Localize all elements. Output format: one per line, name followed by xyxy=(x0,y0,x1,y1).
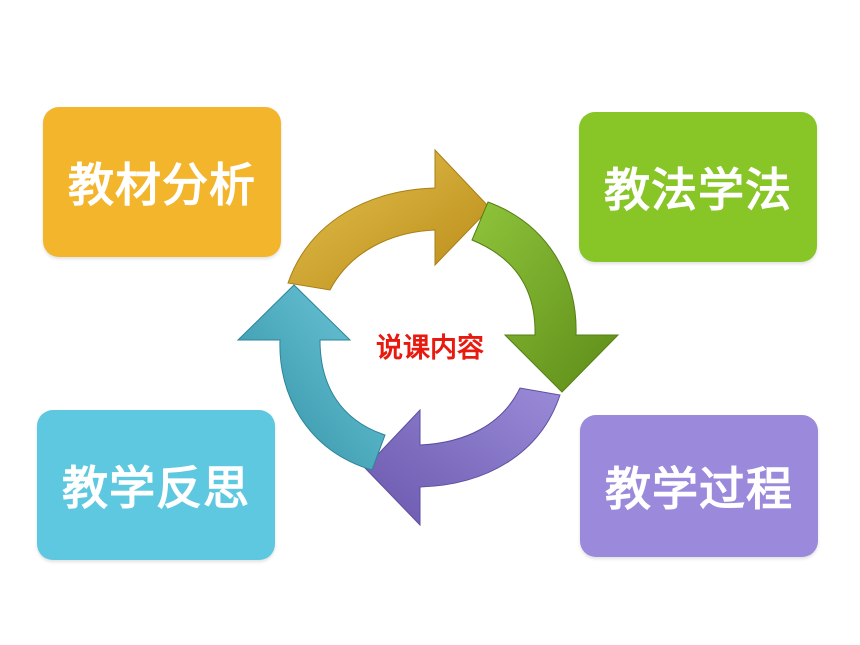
card-label-bottom-right: 教学过程 xyxy=(605,462,793,516)
arrow-purple-bottom xyxy=(364,387,561,527)
arrow-green-right xyxy=(471,201,620,393)
center-title: 说课内容 xyxy=(376,332,484,364)
arrow-teal-left xyxy=(236,284,386,471)
card-teaching-process: 教学过程 xyxy=(580,415,818,557)
cycle-arrows-diagram xyxy=(236,148,620,527)
card-label-top-left: 教材分析 xyxy=(68,158,256,212)
card-label-top-right: 教法学法 xyxy=(604,163,792,217)
card-teaching-reflection: 教学反思 xyxy=(37,410,275,560)
card-label-bottom-left: 教学反思 xyxy=(62,461,250,515)
card-teaching-material-analysis: 教材分析 xyxy=(43,107,281,257)
card-teaching-and-learning-methods: 教法学法 xyxy=(579,112,817,262)
arrow-gold-top xyxy=(287,148,491,291)
